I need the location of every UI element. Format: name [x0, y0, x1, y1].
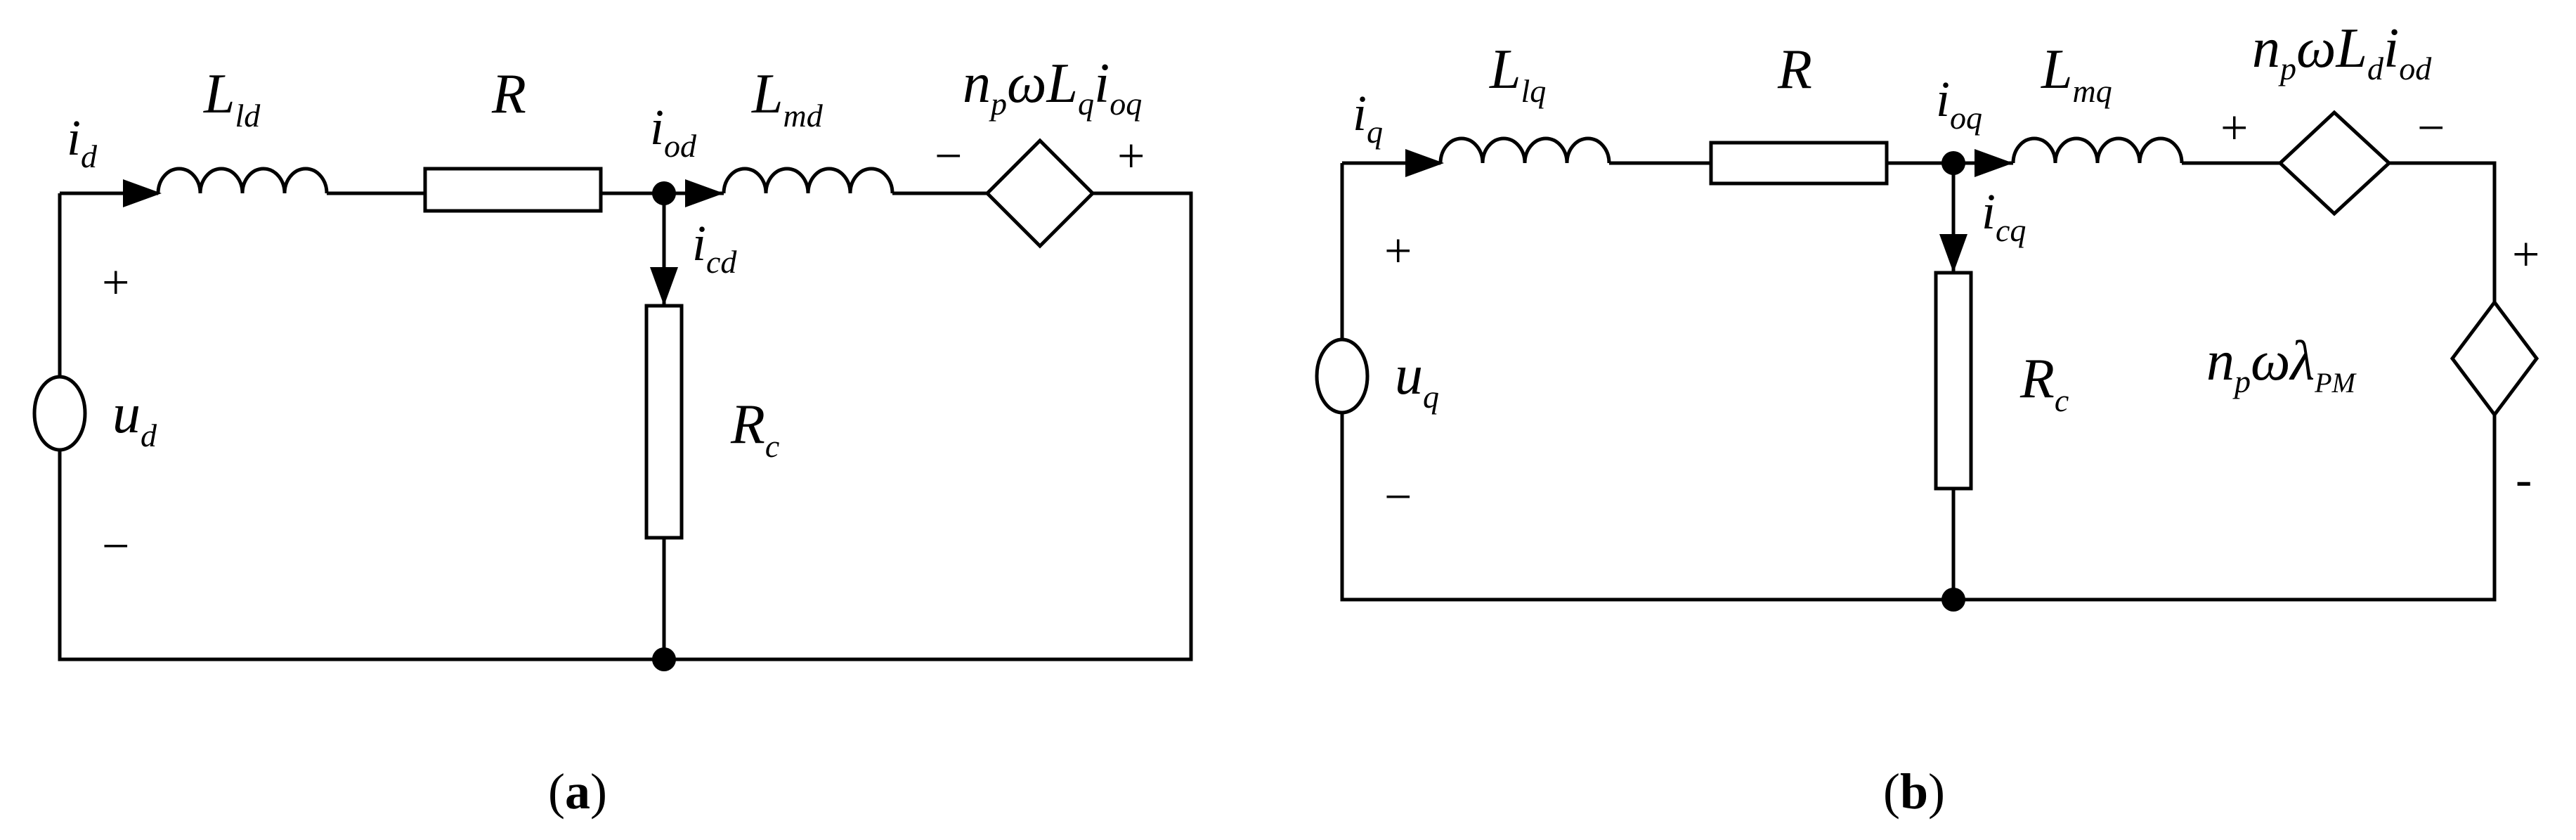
label-a-ud: ud [112, 383, 157, 453]
node-b-bottom [1941, 588, 1965, 612]
inductor-b-lq [1438, 136, 1611, 164]
label-a-id: id [67, 110, 98, 174]
sign-a-source-minus: − [935, 129, 962, 183]
wire-b-left [1340, 161, 2497, 602]
caption-b: (b) [1883, 763, 1945, 820]
label-b-source-right: npωλPM [2206, 330, 2357, 399]
label-a-source: npωLqioq [963, 53, 1142, 122]
label-b-rc: Rc [2019, 348, 2069, 418]
label-b-uq: uq [1395, 344, 1439, 415]
arrow-b-iq [1405, 149, 1444, 177]
label-a-lmd: Lmd [751, 63, 824, 134]
inductor-b-mq [2011, 136, 2184, 164]
label-a-lld: Lld [203, 63, 261, 134]
arrow-b-icq [1939, 234, 1967, 273]
sign-b-source-right-minus: - [2516, 453, 2532, 507]
resistor-a-rc [644, 304, 684, 540]
label-a-iod: iod [650, 99, 697, 164]
sign-b-source-top-plus: + [2220, 101, 2248, 155]
label-b-icq: icq [1982, 183, 2026, 248]
node-a-bottom [652, 647, 676, 671]
inductor-a-ld [156, 167, 329, 194]
dependent-source-b-right [2450, 299, 2539, 418]
resistor-a-r [423, 167, 603, 213]
sign-a-plus: + [102, 256, 129, 310]
label-b-ioq: ioq [1936, 71, 1982, 136]
resistor-b-rc [1934, 271, 1973, 491]
label-b-llq: Llq [1489, 39, 1546, 109]
sign-b-plus: + [1384, 224, 1412, 278]
arrow-a-icd [650, 267, 678, 306]
caption-a: (a) [548, 763, 607, 820]
sign-a-minus: − [102, 519, 129, 574]
label-a-r: R [491, 63, 526, 125]
resistor-b-r [1709, 141, 1889, 186]
arrow-a-id [123, 179, 162, 207]
sign-b-source-right-plus: + [2512, 228, 2539, 282]
label-b-lmq: Lmq [2041, 39, 2112, 109]
voltage-source-a [32, 375, 87, 452]
circuit-b: iq Llq R ioq Lmq npωLdiod + − icq Rc uq … [1315, 18, 2539, 820]
node-a-top [652, 181, 676, 205]
arrow-b-ioq [1975, 149, 2013, 177]
circuit-a: id Lld R iod Lmd npωLqioq − + icd Rc ud … [32, 53, 1193, 820]
label-a-icd: icd [692, 215, 737, 280]
sign-b-source-top-minus: − [2417, 101, 2445, 155]
label-b-iq: iq [1353, 85, 1383, 150]
label-b-source-top: npωLdiod [2252, 18, 2432, 86]
dependent-source-a [984, 138, 1095, 249]
sign-b-minus: − [1384, 470, 1412, 524]
dependent-source-b-top [2277, 110, 2392, 217]
node-b-top [1941, 151, 1965, 175]
voltage-source-b [1315, 337, 1370, 415]
label-b-r: R [1777, 39, 1812, 101]
wire-a-left [58, 191, 1193, 661]
arrow-a-iod [685, 179, 724, 207]
label-a-rc: Rc [730, 394, 779, 464]
sign-a-source-plus: + [1117, 129, 1145, 183]
inductor-a-md [722, 167, 895, 194]
